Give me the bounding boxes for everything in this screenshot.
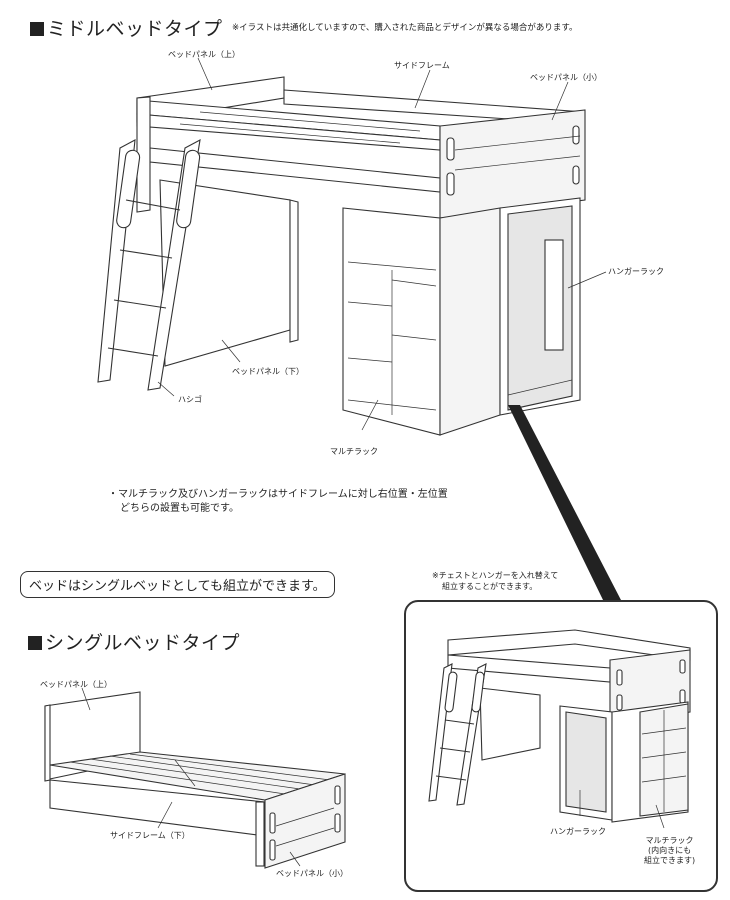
single-label-side-frame-bottom: サイドフレーム（下） xyxy=(110,831,190,840)
label-hanger-rack: ハンガーラック xyxy=(608,267,664,276)
illustration-note: ※イラストは共通化していますので、購入された商品とデザインが異なる場合があります… xyxy=(232,23,578,33)
swap-inset-box xyxy=(404,600,718,892)
label-multi-rack: マルチラック xyxy=(330,447,378,456)
swap-note: ※チェストとハンガーを入れ替えて 組立することができます。 xyxy=(432,570,558,592)
label-side-frame: サイドフレーム xyxy=(394,61,450,70)
swap-note-line1: ※チェストとハンガーを入れ替えて xyxy=(432,571,559,580)
rack-position-note-line2: どちらの設置も可能です。 xyxy=(120,503,239,514)
label-ladder: ハシゴ xyxy=(178,395,202,404)
inset-multi-rack-name: マルチラック xyxy=(645,836,694,845)
inset-multi-rack-note2: 組立できます) xyxy=(644,856,696,865)
rack-position-note-line1: ・マルチラック及びハンガーラックはサイドフレームに対し右位置・左位置 xyxy=(108,489,448,500)
label-panel-top: ベッドパネル（上） xyxy=(168,50,240,59)
swap-note-line2: 組立することができます。 xyxy=(442,582,538,591)
single-bed-badge: ベッドはシングルベッドとしても組立ができます。 xyxy=(20,571,335,598)
inset-multi-rack-note1: (内向きにも xyxy=(648,846,692,855)
rack-position-note: ・マルチラック及びハンガーラックはサイドフレームに対し右位置・左位置 どちらの設… xyxy=(108,488,448,516)
middle-bed-title: ミドルベッドタイプ xyxy=(30,14,223,41)
single-label-panel-small: ベッドパネル（小） xyxy=(276,869,348,878)
single-bed-title: シングルベッドタイプ xyxy=(28,628,240,655)
label-panel-bottom: ベッドパネル（下） xyxy=(232,367,304,376)
square-bullet-icon xyxy=(30,22,44,36)
single-label-panel-top: ベッドパネル（上） xyxy=(40,680,112,689)
inset-label-hanger-rack: ハンガーラック xyxy=(550,827,606,836)
square-bullet-icon xyxy=(28,636,42,650)
inset-label-multi-rack: マルチラック (内向きにも 組立できます) xyxy=(644,836,695,866)
label-panel-small: ベッドパネル（小） xyxy=(530,73,602,82)
